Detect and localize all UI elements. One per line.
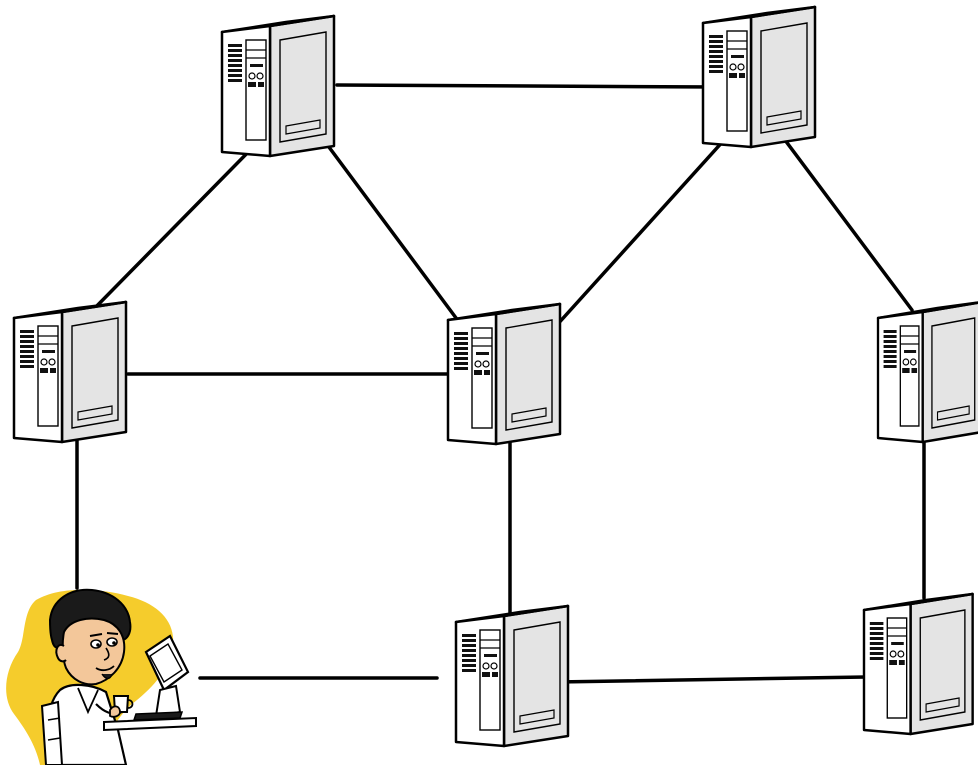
server-tower-icon — [220, 14, 336, 158]
server-tower-icon — [446, 302, 562, 446]
link-top-left-mid-left — [83, 138, 262, 320]
server-bottom-center — [454, 604, 570, 748]
link-top-left-mid-center — [318, 133, 464, 328]
server-top-right — [701, 5, 817, 149]
link-top-right-mid-center — [554, 126, 737, 328]
server-bottom-right — [862, 592, 974, 736]
server-tower-icon — [876, 300, 978, 444]
user-workstation — [6, 588, 197, 765]
server-mid-left — [12, 300, 128, 444]
link-top-right-mid-right — [768, 118, 914, 312]
server-tower-icon — [12, 300, 128, 444]
server-tower-icon — [862, 592, 974, 736]
link-top-left-top-right — [335, 83, 720, 89]
connections — [75, 83, 926, 684]
server-mid-center — [446, 302, 562, 446]
server-mid-right — [876, 300, 978, 444]
server-top-left — [220, 14, 336, 158]
server-tower-icon — [701, 5, 817, 149]
link-bottom-center-bottom-right — [554, 675, 868, 684]
person-at-computer-icon — [6, 588, 197, 765]
server-tower-icon — [454, 604, 570, 748]
